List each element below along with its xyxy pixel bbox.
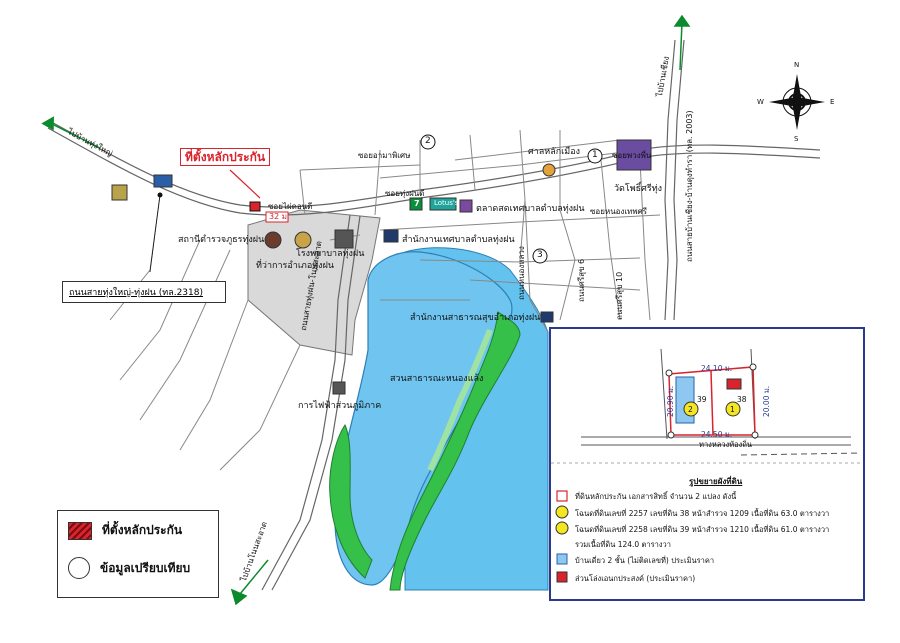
plot-39: 39	[697, 395, 707, 404]
compass-s: S	[794, 135, 799, 143]
distance-label: 32 ม.	[269, 212, 290, 221]
market-label: ตลาดสดเทศบาลตำบลทุ่งฝน	[476, 204, 585, 214]
municipal-label: สำนักงานเทศบาลตำบลทุ่งฝน	[402, 235, 515, 245]
park-green-strip	[389, 311, 521, 591]
plot-38: 38	[737, 395, 747, 404]
soi-mid-label: ซอยหนองเทพศรี	[590, 207, 648, 216]
road-box-label: ถนนสายทุ่งใหญ่-ทุ่งฝน (ทล.2318)	[62, 281, 226, 303]
road-v1-label: ถนนหนองหลวง	[517, 246, 526, 300]
map-legend: ที่ตั้งหลักประกัน ข้อมูลเปรียบเทียบ	[57, 510, 219, 598]
soi-top-label: ซอยอามาพิเศษ	[358, 151, 411, 160]
inset-legend-4: บ้านเดี่ยว 2 ชั้น (ไม่ติดเลขที่) ประเมิน…	[575, 556, 715, 565]
soi-chaimongkol-label: ซอยทุ่งฝนดี	[385, 189, 425, 198]
dim-right: 20.00 ม.	[762, 385, 771, 417]
health-office-label: สำนักงานสาธารณสุขอำเภอทุ่งฝน	[410, 313, 541, 323]
inset-caption: รูปขยายผังที่ดิน	[689, 477, 743, 486]
circle-3-label: 3	[537, 250, 543, 260]
compass-e: E	[830, 98, 835, 106]
park-green-edge	[329, 423, 373, 579]
inset-legend-0: ที่ดินหลักประกัน เอกสารสิทธิ์ จำนวน 2 แป…	[575, 492, 737, 501]
hospital-label: โรงพยาบาลทุ่งฝน	[296, 249, 365, 259]
road-v3-label: ถนนศรีสุข 10	[615, 271, 624, 320]
soi-label: ซอยไผ่ดอนดี	[268, 202, 313, 211]
direction-arrows	[41, 14, 691, 606]
legend-comparison-text: ข้อมูลเปรียบเทียบ	[100, 560, 191, 575]
dim-bottom: 24.50 ม.	[701, 430, 733, 439]
inset-legend-2: โฉนดที่ดินเลขที่ 2258 เลขที่ดิน 39 หน้าส…	[575, 525, 830, 534]
legend-row-comparison: ข้อมูลเปรียบเทียบ	[68, 557, 190, 579]
inset-legend-5: ส่วนโล่งเอนกประสงค์ (ประเมินราคา)	[575, 574, 696, 583]
inset-panel: 24.10 ม. 24.50 ม. 20.90 ม. 20.00 ม. 39 3…	[549, 327, 865, 601]
circle-1-label: 1	[592, 150, 598, 160]
marker-1: 1	[730, 405, 735, 414]
electricity-label: การไฟฟ้าส่วนภูมิภาค	[298, 401, 382, 411]
road-below: ทางหลวงท้องถิ่น	[699, 440, 753, 449]
shrine-label: ศาลหลักเมือง	[528, 147, 580, 157]
comparison-swatch	[68, 557, 90, 579]
collateral-swatch	[68, 521, 92, 540]
inset-legend-1: โฉนดที่ดินเลขที่ 2257 เลขที่ดิน 38 หน้าส…	[575, 509, 830, 518]
circle-2-label: 2	[425, 136, 431, 146]
district-office-label: ที่ว่าการอำเภอทุ่งฝน	[256, 261, 335, 271]
soi2-label: ซอยพวงพี่น	[612, 151, 652, 160]
temple-label: วัดโพธิ์ศรีทุ่ง	[614, 184, 663, 194]
seven-label: 7	[414, 199, 420, 208]
compass-w: W	[757, 98, 764, 106]
dim-left: 20.90 ม.	[666, 385, 675, 417]
park-label: สวนสาธารณะหนองแล้ง	[390, 374, 484, 384]
collateral-title: ที่ตั้งหลักประกัน	[180, 148, 271, 166]
legend-collateral-text: ที่ตั้งหลักประกัน	[102, 523, 183, 537]
inset-plan	[551, 348, 863, 583]
road-east-label: ถนนสายบ้านเชียง-บ้านดุงทำรา (ทล. 2003)	[685, 110, 694, 262]
legend-row-collateral: ที่ตั้งหลักประกัน	[68, 521, 182, 540]
compass-n: N	[794, 61, 800, 69]
inset-legend-3: รวมเนื้อที่ดิน 124.0 ตารางวา	[575, 540, 671, 549]
lotus-label: Lotus's	[434, 199, 459, 207]
dim-top: 24.10 ม.	[701, 364, 733, 373]
collateral-marker	[249, 201, 261, 212]
compass-rose	[769, 74, 825, 130]
road-v2-label: ถนนศรีสุข 6	[577, 258, 586, 302]
marker-2: 2	[688, 405, 693, 414]
minor-roads	[109, 129, 661, 471]
police-label: สถานีตำรวจภูธรทุ่งฝน	[178, 235, 265, 245]
open-space-hatch	[726, 378, 742, 390]
